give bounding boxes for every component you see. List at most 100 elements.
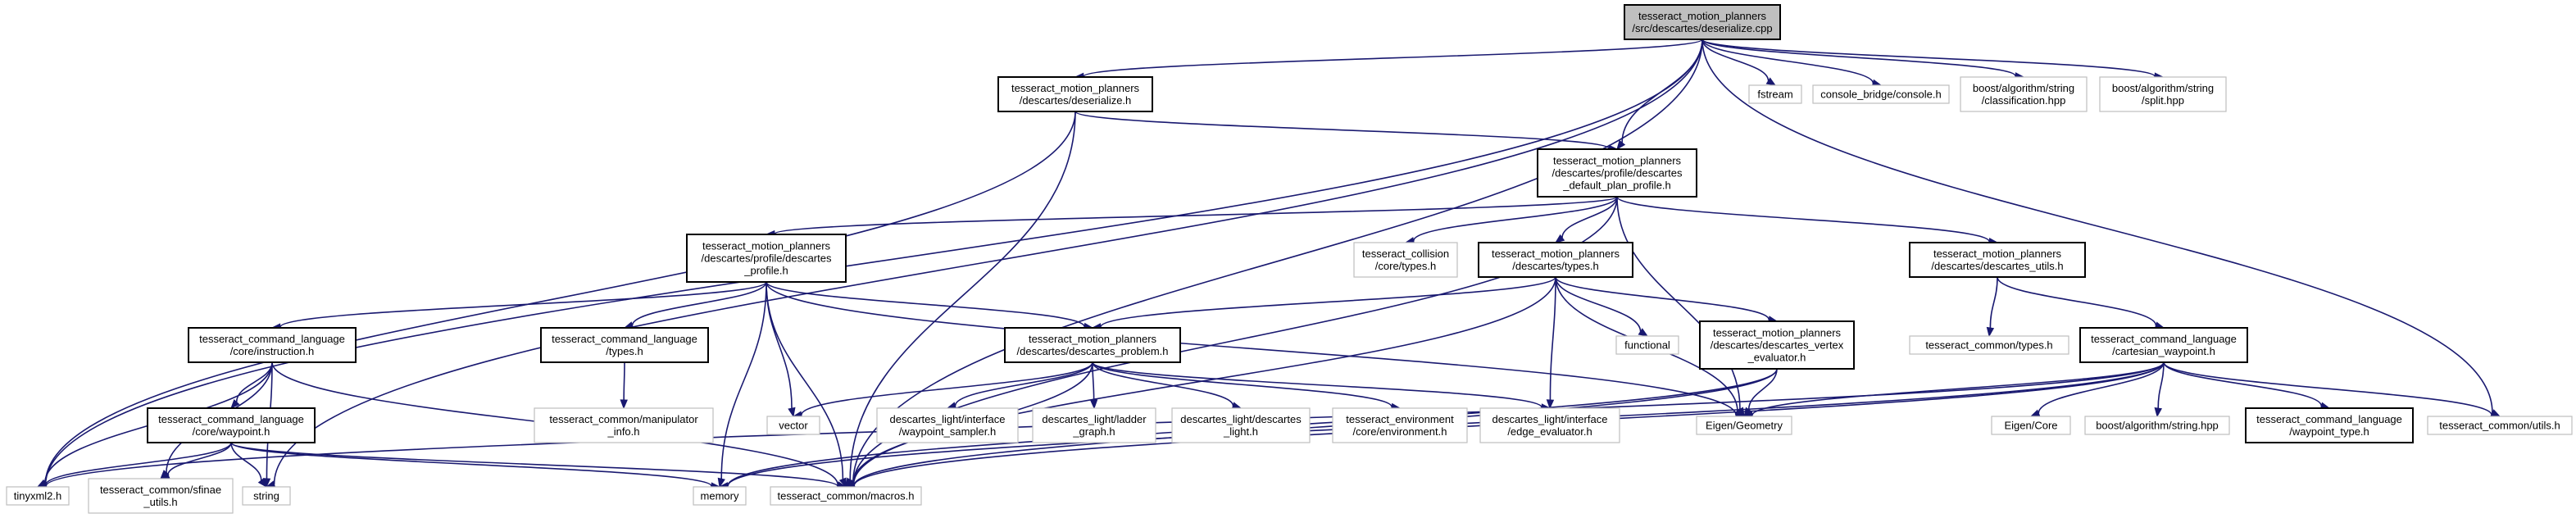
edge-line: [720, 281, 767, 479]
node-box: [1991, 416, 2071, 435]
edge-descartes_profile-to-memory: [717, 281, 767, 488]
edge-line: [766, 281, 1085, 328]
edge-arrowhead: [1554, 234, 1565, 243]
node-default-plan-profile[interactable]: tesseract_motion_planners/descartes/prof…: [1537, 148, 1697, 198]
node-sfinae: tesseract_common/sfinae_utils.h: [88, 478, 234, 514]
node-environment: tesseract_environment/core/environment.h: [1332, 407, 1468, 443]
node-deserialize-h[interactable]: tesseract_motion_planners/descartes/dese…: [997, 76, 1153, 112]
node-box: [1353, 242, 1458, 278]
node-box: [2079, 327, 2248, 363]
node-waypoint[interactable]: tesseract_command_language/core/waypoint…: [147, 407, 316, 443]
edge-line: [2157, 361, 2165, 409]
node-label-line: tesseract_motion_planners: [1029, 333, 1157, 345]
edge-descartes_problem-to-descartes_light_h: [1092, 361, 1243, 410]
node-box: [534, 407, 714, 443]
node-box: [1624, 4, 1781, 40]
node-label-line: tesseract_motion_planners: [1638, 10, 1767, 22]
edge-arrowhead: [257, 477, 267, 488]
node-box: [876, 407, 1019, 443]
edge-line: [2163, 361, 2323, 407]
node-label-line: tesseract_environment: [1346, 413, 1454, 425]
edge-arrowhead: [1546, 399, 1555, 410]
node-label-line: _evaluator.h: [1747, 352, 1806, 364]
node-label-line: /core/waypoint.h: [193, 425, 270, 438]
edge-arrowhead: [838, 477, 847, 488]
edge-line: [44, 39, 1703, 485]
edge-line: [1100, 276, 1556, 328]
node-label-line: descartes_light/interface: [890, 413, 1006, 425]
edge-descartes_profile-to-macros: [766, 281, 847, 488]
node-box: [2245, 407, 2414, 443]
edge-line: [954, 361, 1093, 407]
edge-line: [1701, 39, 2016, 77]
node-box: [188, 327, 357, 363]
node-label-line: /descartes/profile/descartes: [702, 252, 832, 265]
node-string: string: [242, 486, 291, 506]
node-manipulator-info: tesseract_common/manipulator_info.h: [534, 407, 714, 443]
node-box: [2427, 416, 2573, 435]
node-vertex-evaluator[interactable]: tesseract_motion_planners/descartes/desc…: [1699, 320, 1855, 370]
node-label-line: tesseract_motion_planners: [1492, 248, 1620, 260]
node-instruction[interactable]: tesseract_command_language/core/instruct…: [188, 327, 357, 363]
node-collision-types: tesseract_collision/core/types.h: [1353, 242, 1458, 278]
node-descartes-profile[interactable]: tesseract_motion_planners/descartes/prof…: [686, 234, 847, 283]
node-label-line: tesseract_command_language: [2256, 413, 2402, 425]
edge-line: [44, 111, 1076, 484]
edge-line: [766, 281, 844, 479]
node-cartesian-waypoint[interactable]: tesseract_command_language/cartesian_way…: [2079, 327, 2248, 363]
node-label-line: /cartesian_waypoint.h: [2112, 345, 2215, 357]
node-common-types: tesseract_common/types.h: [1909, 335, 2069, 355]
node-waypoint-type[interactable]: tesseract_command_language/waypoint_type…: [2245, 407, 2414, 443]
node-label-line: tesseract_common/types.h: [1925, 339, 2052, 352]
node-common-utils: tesseract_common/utils.h: [2427, 416, 2573, 435]
edge-arrowhead: [1616, 139, 1626, 151]
node-label-line: /edge_evaluator.h: [1507, 425, 1592, 438]
edge-root-to-default_plan_profile: [1616, 39, 1703, 151]
node-descartes-utils[interactable]: tesseract_motion_planners/descartes/desc…: [1909, 242, 2086, 278]
node-label-line: _graph.h: [1072, 425, 1115, 438]
node-box: [1332, 407, 1468, 443]
edge-line: [230, 442, 838, 488]
node-label-line: /split.hpp: [2142, 94, 2184, 107]
node-box: [88, 478, 234, 514]
edge-arrowhead: [1638, 328, 1649, 337]
node-macros: tesseract_common/macros.h: [770, 486, 922, 506]
edge-line: [273, 39, 1703, 485]
edge-line: [1555, 276, 1770, 320]
node-label-line: Eigen/Geometry: [1706, 420, 1783, 432]
node-label-line: Eigen/Core: [2004, 420, 2057, 432]
node-box: [1537, 148, 1697, 198]
node-label-line: descartes_light/descartes: [1180, 413, 1302, 425]
node-label-line: tesseract_motion_planners: [1553, 155, 1682, 167]
node-label-line: tesseract_command_language: [552, 333, 697, 345]
node-descartes-types[interactable]: tesseract_motion_planners/descartes/type…: [1478, 242, 1633, 278]
edge-line: [279, 281, 767, 328]
node-label-line: tesseract_motion_planners: [1933, 248, 2062, 260]
edge-line: [1747, 368, 1778, 410]
edge-descartes_profile-to-descartes_problem: [766, 281, 1094, 331]
edge-root-to-boost_class: [1701, 39, 2025, 80]
node-label-line: tesseract_common/manipulator: [549, 413, 698, 425]
node-label-line: tesseract_common/macros.h: [778, 490, 915, 502]
edge-arrowhead: [620, 399, 628, 410]
node-label-line: tinyxml2.h: [14, 490, 62, 502]
node-box: [1478, 242, 1633, 278]
node-box: [997, 76, 1153, 112]
edge-default_plan_profile-to-descartes_profile: [765, 196, 1618, 239]
edge-default_plan_profile-to-descartes_types: [1554, 196, 1618, 243]
edge-line: [766, 281, 1737, 416]
edge-line: [852, 39, 1703, 484]
edge-cartesian_waypoint-to-boost_string: [2154, 361, 2165, 418]
node-descartes-problem[interactable]: tesseract_motion_planners/descartes/desc…: [1004, 327, 1181, 363]
node-root: tesseract_motion_planners/src/descartes/…: [1624, 4, 1781, 40]
node-label-line: fstream: [1757, 89, 1792, 101]
edge-line: [1092, 361, 1542, 408]
node-label-line: tesseract_motion_planners: [1713, 327, 1842, 339]
edge-line: [1989, 276, 1998, 329]
edge-line: [1555, 276, 1642, 332]
edge-descartes_types-to-vertex_evaluator: [1555, 276, 1779, 324]
node-label-line: tesseract_command_language: [2091, 333, 2237, 345]
edge-line: [1701, 39, 2156, 77]
node-cl-types[interactable]: tesseract_command_language/types.h: [540, 327, 709, 363]
node-label-line: boost/algorithm/string: [1973, 82, 2074, 94]
